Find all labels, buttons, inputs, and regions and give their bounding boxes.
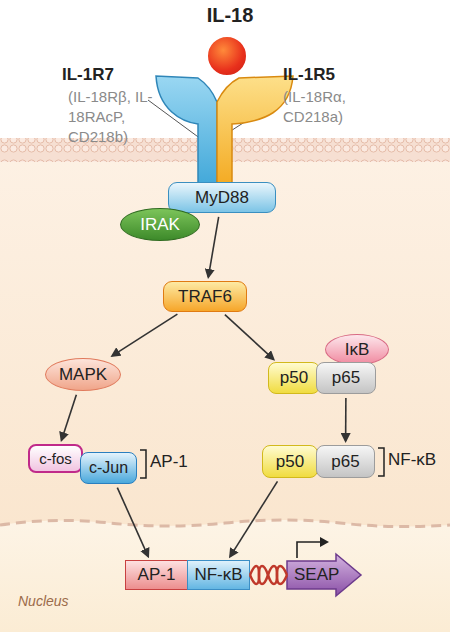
signal-arrow — [345, 398, 347, 441]
node-text: IL-1R7 — [62, 65, 114, 85]
node-text: IL-18 — [194, 4, 266, 27]
binding-site-box: AP-1 — [125, 560, 188, 590]
bracket — [140, 450, 146, 478]
node-text: p50 — [280, 368, 308, 388]
node-text: c-fos — [39, 450, 72, 467]
outline-path — [217, 76, 293, 190]
inhibitor-ellipse: IκB — [325, 334, 389, 365]
signal-arrow — [225, 315, 274, 360]
node-text: (IL-18Rβ, IL-18RAcP, CD218b) — [68, 87, 168, 147]
bracket — [378, 448, 384, 476]
node-text: p65 — [331, 452, 359, 472]
outline-path — [156, 76, 217, 190]
ligand-circle: IL-18 — [205, 34, 249, 78]
node-text: AP-1 — [138, 565, 176, 585]
outline-path — [0, 520, 450, 632]
subunit-box: p65 — [316, 362, 376, 394]
node-text: p65 — [332, 368, 360, 388]
node-outline — [156, 72, 220, 192]
signal-arrow — [112, 314, 177, 356]
subunit-box: c-Jun — [80, 452, 137, 484]
subunit-box: p50 — [262, 445, 318, 478]
receptor-shape: IL-1R5(IL-18Rα, CD218a) — [217, 72, 293, 192]
complex-label: NF-κB — [388, 450, 436, 470]
adaptor-box: MyD88 — [168, 182, 276, 213]
complex-label: AP-1 — [150, 452, 188, 472]
node-text: MyD88 — [195, 188, 249, 208]
kinase-ellipse: IRAK — [120, 208, 200, 241]
subunit-box: c-fos — [28, 444, 83, 473]
cytoplasm — [0, 150, 450, 632]
kinase-ellipse: MAPK — [45, 358, 121, 391]
subunit-box: p50 — [268, 362, 320, 394]
node-text: c-Jun — [89, 459, 128, 477]
node-text: (IL-18Rα, CD218a) — [283, 87, 383, 127]
node-text: IRAK — [140, 215, 180, 235]
node-outline — [217, 72, 293, 192]
node-text: TRAF6 — [178, 287, 232, 307]
node-text: IL-1R5 — [283, 65, 335, 85]
binding-site-box: NF-κB — [187, 560, 250, 590]
signal-arrow — [117, 488, 148, 557]
node-text: p50 — [276, 452, 304, 472]
node-text: NF-κB — [194, 565, 242, 585]
node-text: SEAP — [294, 565, 339, 585]
reporter-arrow: SEAP — [286, 553, 362, 597]
nucleus-band: Nucleus AP-1 NF-κB SEAP — [0, 515, 450, 632]
node-text: IκB — [345, 340, 370, 360]
node-text: Nucleus — [18, 593, 69, 609]
subunit-box: p65 — [316, 445, 375, 478]
receptor-shape: IL-1R7(IL-18Rβ, IL-18RAcP, CD218b) — [156, 72, 220, 192]
signal-arrow — [230, 481, 277, 556]
outline-path — [287, 554, 361, 596]
node-text: MAPK — [59, 365, 107, 385]
adaptor-box: TRAF6 — [163, 281, 247, 312]
nucleus-envelope — [0, 520, 450, 527]
signal-arrow — [61, 395, 76, 440]
signal-arrow — [208, 217, 218, 277]
